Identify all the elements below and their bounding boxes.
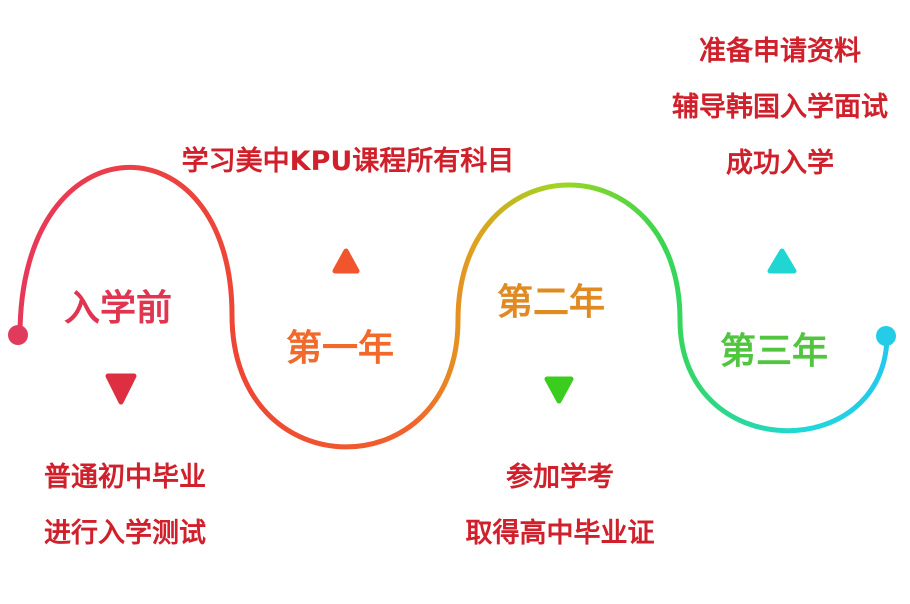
stage-year3-title: 第三年 — [720, 331, 829, 372]
note-year2: 参加学考 取得高中毕业证 — [450, 450, 670, 562]
wave-line — [17, 165, 890, 450]
note-pre-line: 普通初中毕业 — [44, 462, 206, 493]
stage-year2-title: 第二年 — [497, 282, 606, 323]
note-year2-line: 参加学考 — [506, 462, 614, 493]
note-year3: 准备申请资料 辅导韩国入学面试 成功入学 — [650, 24, 910, 192]
end-dot — [876, 326, 896, 346]
triangle-down-icon — [105, 373, 137, 405]
note-year1: 学习美中KPU课程所有科目 — [158, 134, 538, 190]
note-year3-line: 准备申请资料 — [699, 36, 861, 67]
note-year3-line: 辅导韩国入学面试 — [672, 92, 888, 123]
stage-year1-title: 第一年 — [286, 328, 395, 369]
triangle-up-icon — [332, 248, 360, 274]
note-year1-line: 学习美中KPU课程所有科目 — [181, 146, 515, 177]
triangle-up-icon — [767, 248, 797, 274]
note-pre-line: 进行入学测试 — [44, 518, 206, 549]
start-dot — [8, 325, 28, 345]
note-pre: 普通初中毕业 进行入学测试 — [30, 450, 220, 562]
stage-pre-title: 入学前 — [64, 288, 173, 329]
note-year2-line: 取得高中毕业证 — [465, 518, 655, 549]
triangle-down-icon — [544, 376, 574, 404]
note-year3-line: 成功入学 — [726, 148, 834, 179]
